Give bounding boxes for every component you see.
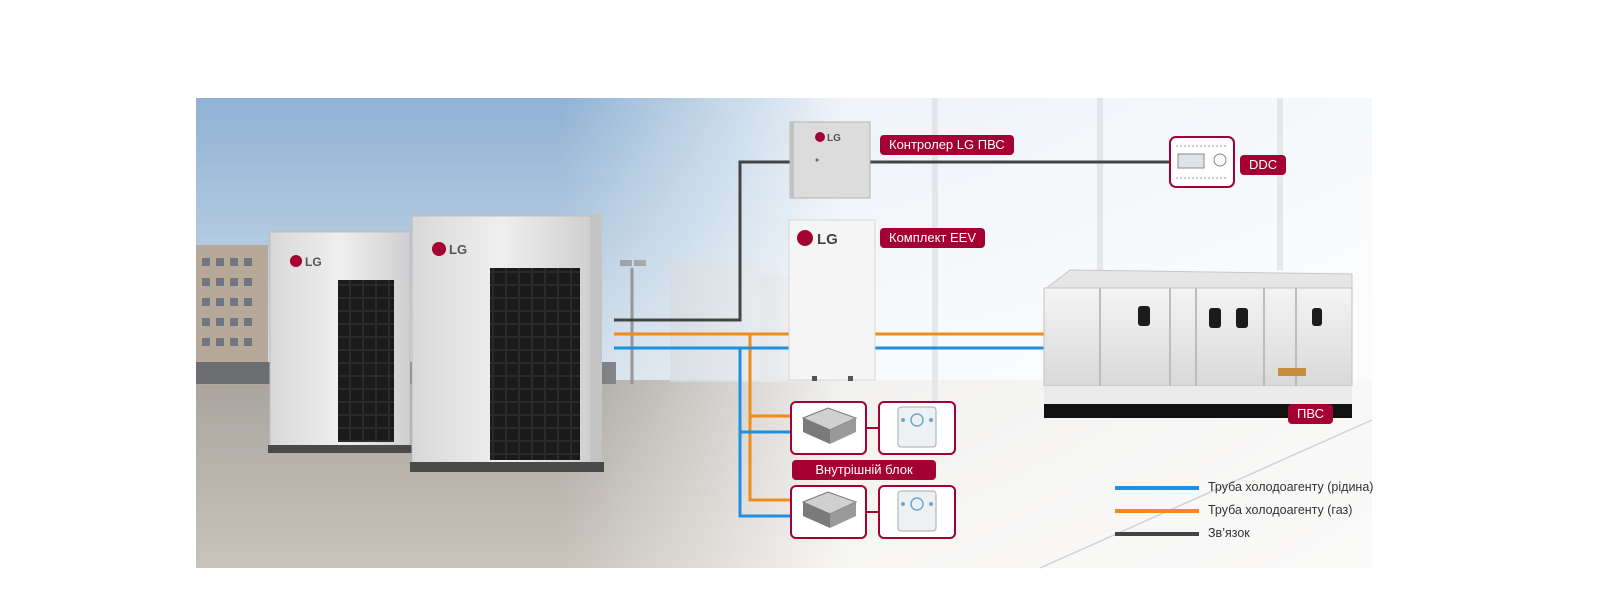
remote-controller-2 [878, 485, 956, 539]
eev-logo: LG [817, 231, 838, 248]
outdoor-unit-right: LG [410, 214, 604, 472]
odu-right-logo: LG [449, 242, 467, 257]
eev-kit-box: LG [788, 219, 876, 381]
outdoor-unit-left: LG [268, 231, 412, 453]
controller-label: Контролер LG ПВС [880, 135, 1014, 155]
eev-kit-label: Комплект EEV [880, 228, 986, 248]
remote-controller-1 [878, 401, 956, 455]
ddc-device [1169, 136, 1235, 188]
ahu-unit [1042, 269, 1353, 418]
ddc-label: DDC [1240, 155, 1287, 175]
legend-swatch-communication [1115, 532, 1199, 536]
legend-swatch-liquid [1115, 486, 1199, 490]
communication-line [614, 160, 790, 322]
liquid-pipe-branch [738, 348, 792, 518]
ahu-controller-box: LG [789, 121, 871, 199]
legend-label-communication: Зв’язок [1208, 526, 1250, 540]
indoor-unit-label: Внутрішній блок [792, 460, 936, 480]
legend-swatch-gas [1115, 509, 1199, 513]
ahu-label: ПВС [1288, 404, 1333, 424]
gas-pipe-branch [748, 334, 792, 502]
indoor-unit-1 [790, 401, 867, 455]
indoor-unit-2 [790, 485, 867, 539]
odu-left-logo: LG [305, 255, 322, 269]
legend-label-liquid: Труба холодоагенту (рідина) [1208, 480, 1374, 494]
controller-logo: LG [827, 133, 841, 144]
legend-label-gas: Труба холодоагенту (газ) [1208, 503, 1353, 517]
